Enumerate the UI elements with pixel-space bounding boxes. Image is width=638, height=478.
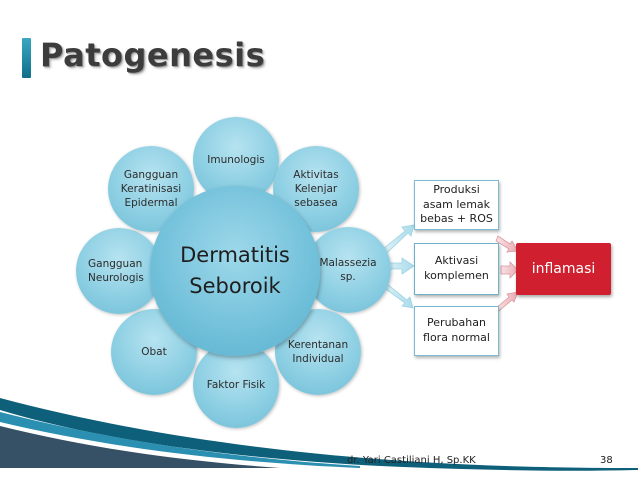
petal-faktor-fisik: Faktor Fisik xyxy=(193,342,279,428)
center-label-line1: Dermatitis xyxy=(180,242,290,267)
center-label-line2: Seboroik xyxy=(189,274,281,298)
arrow-to-result-top xyxy=(495,235,519,253)
title-accent-bar xyxy=(22,38,31,78)
result-inflamasi: inflamasi xyxy=(516,243,611,295)
footer-author: dr. Yari Castiliani H, Sp.KK xyxy=(347,455,476,466)
arrow-to-box-top xyxy=(382,224,415,254)
arrow-to-box-bottom xyxy=(382,282,414,309)
arrow-to-result-middle xyxy=(500,261,519,279)
arrow-to-result-bottom xyxy=(495,291,519,312)
slide-title: Patogenesis xyxy=(40,36,266,74)
page-number: 38 xyxy=(600,455,613,466)
